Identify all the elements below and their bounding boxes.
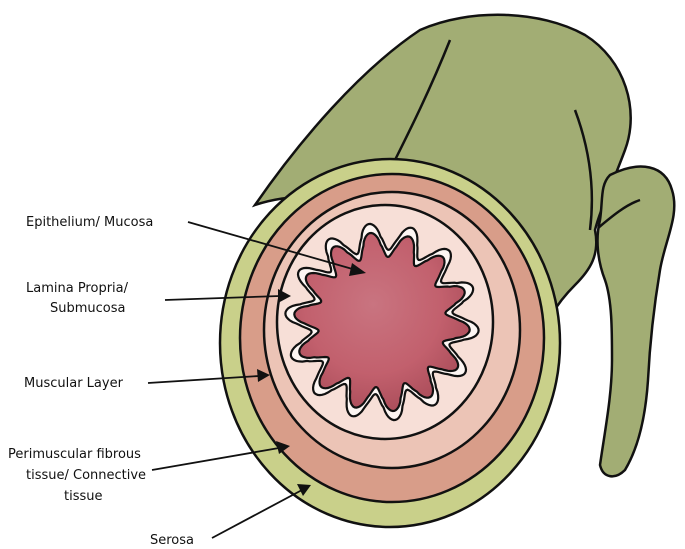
label-muscular: Muscular Layer — [24, 376, 124, 391]
arrow-perimuscular-head — [276, 441, 290, 454]
arrow-lamina — [164, 295, 281, 301]
label-perimuscular-line2: tissue/ Connective — [26, 468, 146, 483]
arrow-epithelium-head — [349, 263, 366, 276]
label-lamina-line1: Lamina Propria/ — [26, 281, 129, 296]
arrow-epithelium — [187, 221, 357, 271]
label-lamina-line2: Submucosa — [50, 301, 126, 316]
arrow-lamina-head — [278, 289, 291, 303]
arrow-serosa-head — [297, 484, 311, 496]
arrow-muscular — [147, 375, 260, 384]
label-epithelium: Epithelium/ Mucosa — [26, 215, 153, 230]
arrows — [147, 221, 366, 539]
labels: Epithelium/ Mucosa Lamina Propria/ Submu… — [8, 215, 194, 548]
cross-section — [218, 157, 562, 529]
epithelium-folds — [284, 222, 480, 422]
lumen — [293, 231, 471, 413]
arrow-perimuscular — [151, 447, 280, 471]
label-perimuscular-line1: Perimuscular fibrous — [8, 447, 141, 462]
arrow-muscular-head — [257, 369, 270, 382]
label-serosa: Serosa — [150, 533, 194, 548]
arrow-serosa — [211, 489, 303, 539]
label-perimuscular-line3: tissue — [64, 489, 103, 504]
